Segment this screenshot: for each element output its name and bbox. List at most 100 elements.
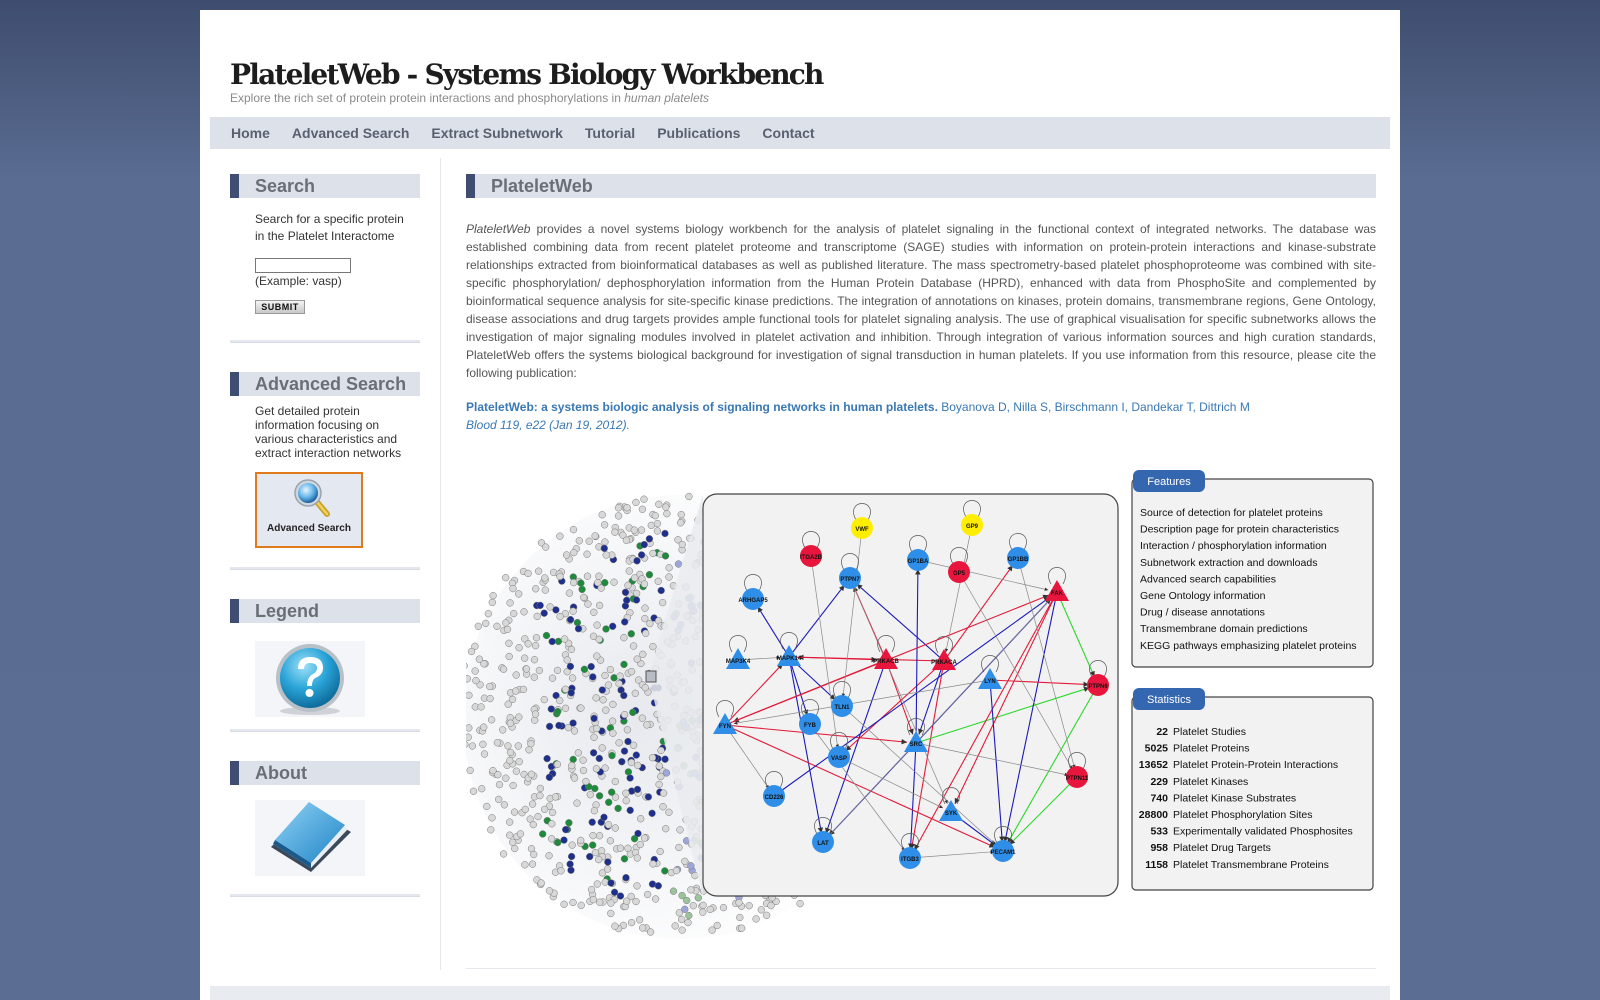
self-loop <box>1048 567 1066 585</box>
interactome-dot <box>593 652 601 660</box>
submit-button[interactable]: SUBMIT <box>255 300 305 314</box>
node-label: GP9 <box>966 524 979 530</box>
subnetwork-edge <box>1003 591 1058 843</box>
interactome-dot <box>566 860 574 868</box>
interactome-dot <box>604 681 613 689</box>
interactome-dot <box>600 521 609 529</box>
nav-advanced-search[interactable]: Advanced Search <box>291 125 410 141</box>
zoom-wedge <box>649 494 703 897</box>
legend-help-button[interactable] <box>255 641 365 717</box>
interactome-dot <box>509 781 517 790</box>
advanced-search-button[interactable]: Advanced Search <box>255 472 363 548</box>
interactome-dot <box>487 826 495 834</box>
interactome-dot <box>649 860 657 868</box>
interactome-dot <box>646 928 655 936</box>
network-node: CD226 <box>763 771 785 807</box>
interactome-dot <box>589 831 597 840</box>
site-description-text: Explore the rich set of protein protein … <box>230 91 625 105</box>
interactome-dot <box>614 504 623 512</box>
interactome-dot <box>466 741 469 748</box>
subnetwork-edge <box>809 723 905 852</box>
interactome-dot <box>654 577 662 585</box>
node-label: SYK <box>945 811 958 817</box>
interactome-dot <box>623 897 631 905</box>
node-triangle <box>726 648 750 669</box>
interactome-dot <box>495 795 503 804</box>
interactome-dot <box>609 622 617 630</box>
nav-home[interactable]: Home <box>231 125 270 141</box>
interactome-dot <box>545 722 554 731</box>
interactome-dot <box>606 665 615 674</box>
interactome-dot <box>599 696 607 704</box>
interactome-dot <box>588 818 596 826</box>
self-loop <box>833 681 851 699</box>
interactome-dot <box>736 913 744 922</box>
interactome-dot <box>566 662 575 671</box>
search-input[interactable] <box>255 258 351 273</box>
site-title[interactable]: PlateletWeb - Systems Biology Workbench <box>230 58 824 91</box>
interactome-dot <box>620 855 629 863</box>
self-loop <box>744 574 762 592</box>
interactome-dot <box>657 586 665 595</box>
statistic-label: Platelet Kinase Substrates <box>1173 792 1296 804</box>
interactome-dot <box>609 729 617 737</box>
interactome-dot <box>677 510 685 519</box>
statistic-label: Platelet Protein-Protein Interactions <box>1173 759 1338 771</box>
interactome-dot <box>610 674 618 682</box>
interactome-dot <box>595 601 604 610</box>
interactome-dot <box>546 603 554 611</box>
interactome-dot <box>527 740 535 748</box>
network-node: FAK <box>1045 567 1069 601</box>
interactome-dot <box>595 572 603 580</box>
interactome-dot <box>687 886 695 894</box>
citation-title-link[interactable]: PlateletWeb: a systems biologic analysis… <box>466 400 938 414</box>
sidebar-search-text: Search for a specific protein in the Pla… <box>255 212 404 243</box>
interactome-dot <box>580 593 588 602</box>
interactome-dot <box>639 924 647 932</box>
interactome-dot <box>591 532 599 540</box>
nav-extract-subnetwork[interactable]: Extract Subnetwork <box>431 125 563 141</box>
interactome-dot <box>541 574 549 582</box>
interactome-dot <box>653 519 662 528</box>
node-triangle <box>904 731 928 752</box>
interactome-dot <box>606 837 615 845</box>
citation-journal: Blood 119, e22 (Jan 19, 2012). <box>466 418 630 432</box>
interactome-dot <box>595 855 603 864</box>
network-node: PECAM1 <box>990 826 1016 862</box>
interactome-dot <box>620 747 629 755</box>
interactome-dot <box>642 629 650 637</box>
citation: PlateletWeb: a systems biologic analysis… <box>466 398 1376 434</box>
subnetwork-edge <box>788 584 845 658</box>
interactome-dot <box>620 634 628 642</box>
about-book-button[interactable] <box>255 800 365 876</box>
interactome-dot <box>638 505 647 513</box>
self-loop <box>994 826 1012 844</box>
interactome-dot <box>683 896 691 905</box>
sidebar: Search Search for a specific protein in … <box>230 174 420 897</box>
statistic-value: 22 <box>1156 726 1168 738</box>
interactome-dot <box>608 788 616 796</box>
interactome-dot <box>567 866 575 874</box>
nav-contact[interactable]: Contact <box>762 125 815 141</box>
feature-item: Subnetwork extraction and downloads <box>1140 557 1317 569</box>
interactome-dot <box>629 708 637 717</box>
nav-tutorial[interactable]: Tutorial <box>584 125 636 141</box>
interactome-dot <box>638 714 646 722</box>
network-node: ITGB3 <box>899 833 921 869</box>
interactome-dot <box>603 865 612 873</box>
interactome-dot <box>661 529 669 538</box>
nav-publications[interactable]: Publications <box>657 125 741 141</box>
interactome-dot <box>540 609 548 617</box>
interactome-dot <box>655 762 663 770</box>
column-separator <box>440 158 441 970</box>
interactome-dot <box>662 769 671 777</box>
sidebar-search-block: Search Search for a specific protein in … <box>230 174 420 340</box>
interactome-dot <box>627 892 635 901</box>
interactome-dot <box>632 498 640 507</box>
statistic-value: 533 <box>1150 826 1168 838</box>
interactome-dot <box>532 585 540 593</box>
interactome-dot <box>614 804 622 813</box>
sidebar-advanced-text: Get detailed protein information focusin… <box>255 404 402 460</box>
sidebar-advanced-heading: Advanced Search <box>255 374 407 394</box>
